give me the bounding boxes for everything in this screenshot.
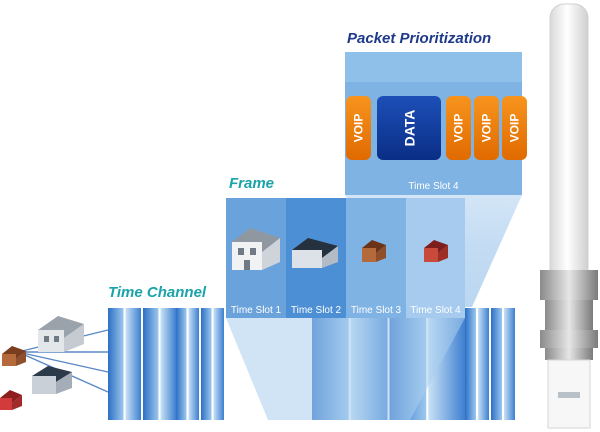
channel-stripe <box>213 308 224 420</box>
channel-stripe <box>465 308 476 420</box>
channel-stripe <box>201 308 212 420</box>
slot1-house-icon <box>232 228 280 270</box>
house-icon <box>32 366 72 394</box>
frame-slot-label: Time Slot 3 <box>350 305 402 316</box>
slot4-house-icon <box>424 240 448 262</box>
channel-stripe <box>125 308 141 420</box>
channel-stripe <box>478 308 489 420</box>
antenna-icon <box>540 3 598 429</box>
time-channel-title: Time Channel <box>108 284 207 301</box>
voip-packet: VOIP <box>474 96 499 160</box>
slot2-house-icon <box>292 238 338 268</box>
frame-slot-label: Time Slot 2 <box>290 305 342 316</box>
frame-slot-label: Time Slot 4 <box>410 305 461 316</box>
frame-funnel <box>226 318 465 420</box>
voip-packet: VOIP <box>446 96 471 160</box>
house-icon <box>38 316 84 352</box>
channel-stripe <box>188 308 199 420</box>
channel-stripe <box>108 308 124 420</box>
voip-packet: VOIP <box>346 96 371 160</box>
data-packet: DATA <box>377 96 441 160</box>
channel-stripe <box>176 308 187 420</box>
panel-top-band <box>345 52 522 82</box>
channel-stripe <box>143 308 159 420</box>
channel-stripe <box>160 308 176 420</box>
slot3-house-icon <box>362 240 386 262</box>
house-icon <box>0 390 22 410</box>
packet-prioritization-title: Packet Prioritization <box>347 30 492 47</box>
channel-stripe <box>504 308 515 420</box>
expanded-slot-label: Time Slot 4 <box>408 181 459 192</box>
house-icon <box>2 346 26 366</box>
frame-title: Frame <box>229 175 275 192</box>
voip-packet: VOIP <box>502 96 527 160</box>
channel-stripe <box>491 308 502 420</box>
frame-slot-label: Time Slot 1 <box>230 305 282 316</box>
